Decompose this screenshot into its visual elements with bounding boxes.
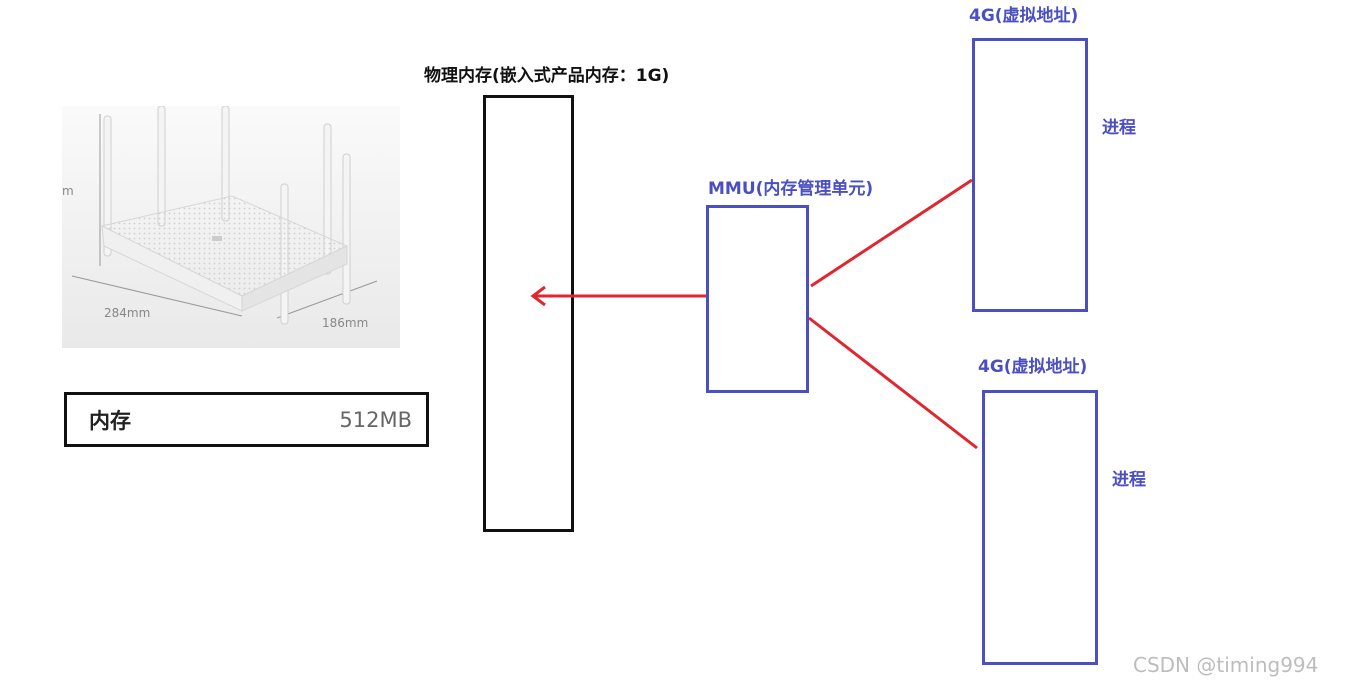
router-illustration <box>62 105 400 348</box>
memory-label: 内存 <box>89 408 131 433</box>
router-width-dimension: 284mm <box>104 306 151 320</box>
process-bottom-box <box>982 390 1098 665</box>
physical-memory-title: 物理内存(嵌入式产品内存：1G) <box>424 66 670 86</box>
router-height-dimension: m <box>62 184 74 198</box>
process-top-box <box>972 38 1088 312</box>
mmu-to-bottom-process-line <box>808 316 978 450</box>
process-bottom-address-title: 4G(虚拟地址) <box>978 357 1088 377</box>
memory-value: 512MB <box>339 407 412 432</box>
process-bottom-label: 进程 <box>1112 470 1146 490</box>
memory-spec-row: 内存 512MB <box>64 392 429 447</box>
mmu-title: MMU(内存管理单元) <box>708 179 874 199</box>
router-photo: m 284mm 186mm <box>62 105 400 348</box>
physical-memory-box <box>483 95 574 532</box>
router-depth-dimension: 186mm <box>322 316 369 330</box>
process-top-label: 进程 <box>1102 118 1136 138</box>
process-top-address-title: 4G(虚拟地址) <box>969 6 1079 26</box>
mmu-box <box>706 205 809 393</box>
watermark: CSDN @timing994 <box>1133 653 1319 677</box>
